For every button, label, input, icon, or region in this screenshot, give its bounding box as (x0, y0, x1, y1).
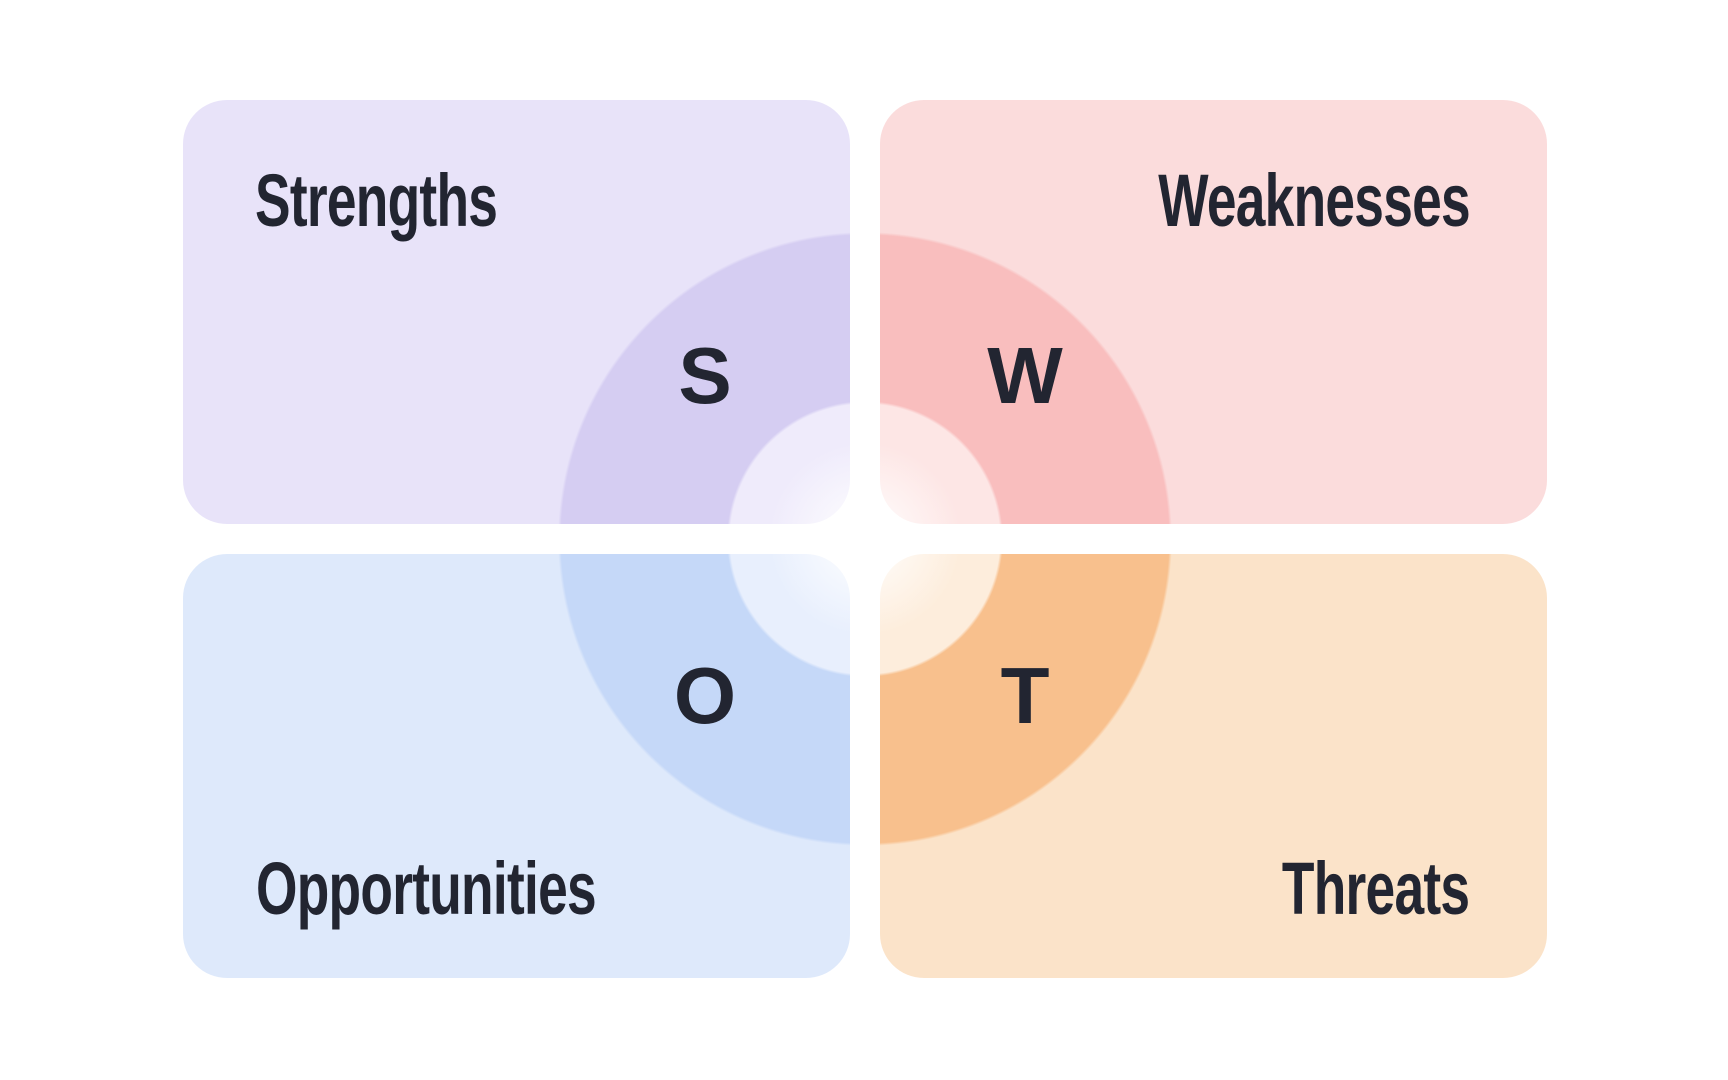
quadrant-weaknesses: Weaknesses W (880, 100, 1547, 524)
quadrant-threats: Threats T (880, 554, 1547, 978)
strengths-label: Strengths (255, 159, 498, 242)
weaknesses-initial: W (987, 330, 1063, 420)
quadrant-strengths: Strengths S (183, 100, 850, 524)
opportunities-label: Opportunities (256, 847, 597, 930)
strengths-initial: S (678, 330, 732, 420)
weaknesses-label: Weaknesses (1158, 159, 1470, 242)
threats-label: Threats (1281, 847, 1470, 930)
quadrant-opportunities: Opportunities O (183, 554, 850, 978)
threats-initial: T (1000, 650, 1050, 740)
quadrant-grid: Strengths S Weaknesses W Opportunities O… (183, 100, 1547, 978)
opportunities-initial: O (673, 650, 737, 740)
